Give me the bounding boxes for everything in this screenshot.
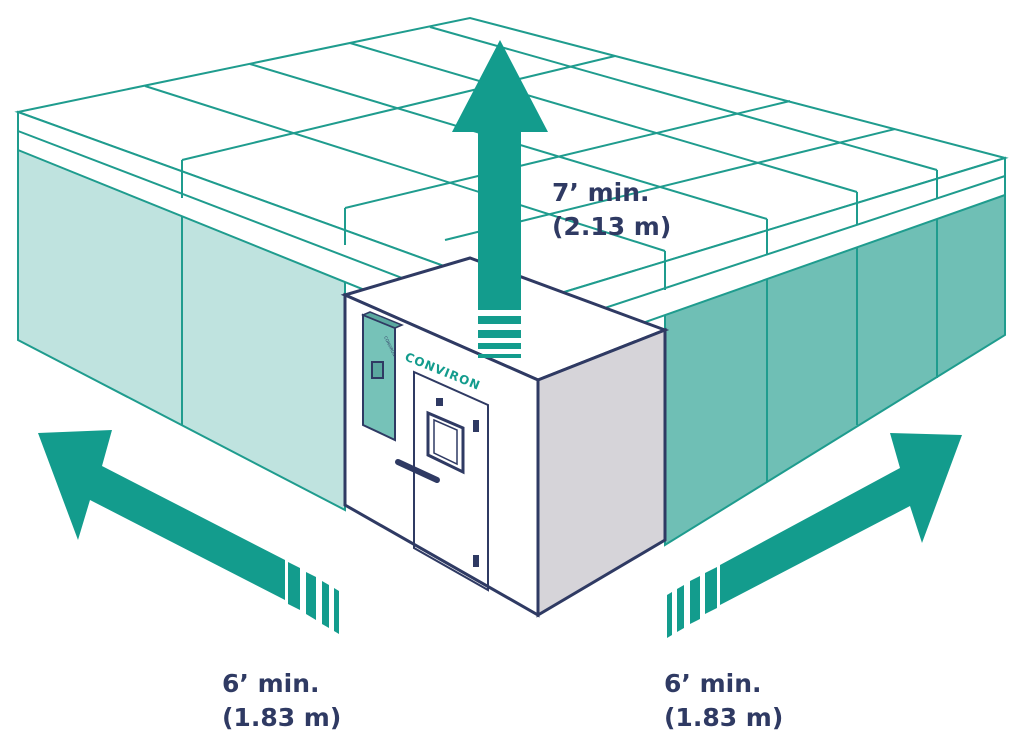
vertical-clearance-imperial: 7’ min. xyxy=(552,178,650,207)
vertical-clearance-metric: (2.13 m) xyxy=(552,212,672,241)
left-arrow xyxy=(38,430,339,634)
door-handle xyxy=(395,459,440,483)
chamber-door xyxy=(395,370,489,592)
growth-chamber: CONVIRON CONVIRON xyxy=(340,256,670,618)
right-arrow xyxy=(667,433,962,638)
vertical-clearance-label: 7’ min. (2.13 m) xyxy=(552,176,671,244)
control-panel-screen xyxy=(371,361,384,379)
left-clearance-metric: (1.83 m) xyxy=(222,703,342,732)
left-clearance-imperial: 6’ min. xyxy=(222,669,320,698)
right-clearance-imperial: 6’ min. xyxy=(664,669,762,698)
up-arrow xyxy=(452,40,548,358)
right-clearance-metric: (1.83 m) xyxy=(664,703,784,732)
chamber-side xyxy=(536,327,667,618)
right-clearance-label: 6’ min. (1.83 m) xyxy=(664,667,783,735)
door-window xyxy=(426,410,465,475)
left-clearance-label: 6’ min. (1.83 m) xyxy=(222,667,341,735)
